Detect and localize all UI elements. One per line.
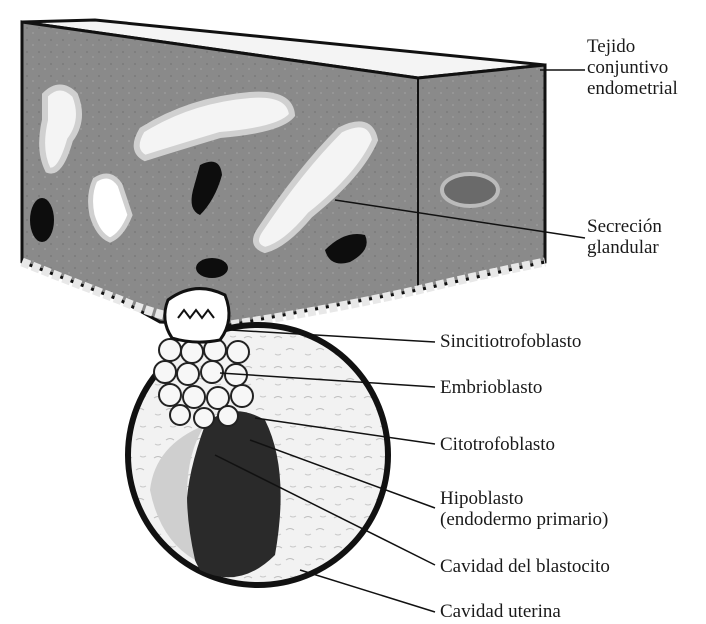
label-cavidad-uterina: Cavidad uterina (440, 601, 561, 622)
blastocyst (128, 289, 388, 585)
label-embrioblasto: Embrioblasto (440, 377, 542, 398)
label-secrecion-glandular: Secreción glandular (587, 216, 662, 258)
label-citotrofoblasto: Citotrofoblasto (440, 434, 555, 455)
label-secrecion-line-2: glandular (587, 237, 662, 258)
label-tejido-line-2: conjuntivo (587, 57, 678, 78)
label-tejido-conjuntivo-endometrial: Tejido conjuntivo endometrial (587, 36, 678, 99)
label-cavidad-del-blastocito: Cavidad del blastocito (440, 556, 610, 577)
label-tejido-line-3: endometrial (587, 78, 678, 99)
label-hipoblasto: Hipoblasto (endodermo primario) (440, 488, 608, 530)
label-secrecion-line-1: Secreción (587, 216, 662, 237)
label-hipoblasto-line-2: (endodermo primario) (440, 509, 608, 530)
syncytiotrophoblast (165, 289, 229, 343)
label-hipoblasto-line-1: Hipoblasto (440, 488, 608, 509)
label-sincitiotrofoblasto: Sincitiotrofoblasto (440, 331, 581, 352)
label-tejido-line-1: Tejido (587, 36, 678, 57)
